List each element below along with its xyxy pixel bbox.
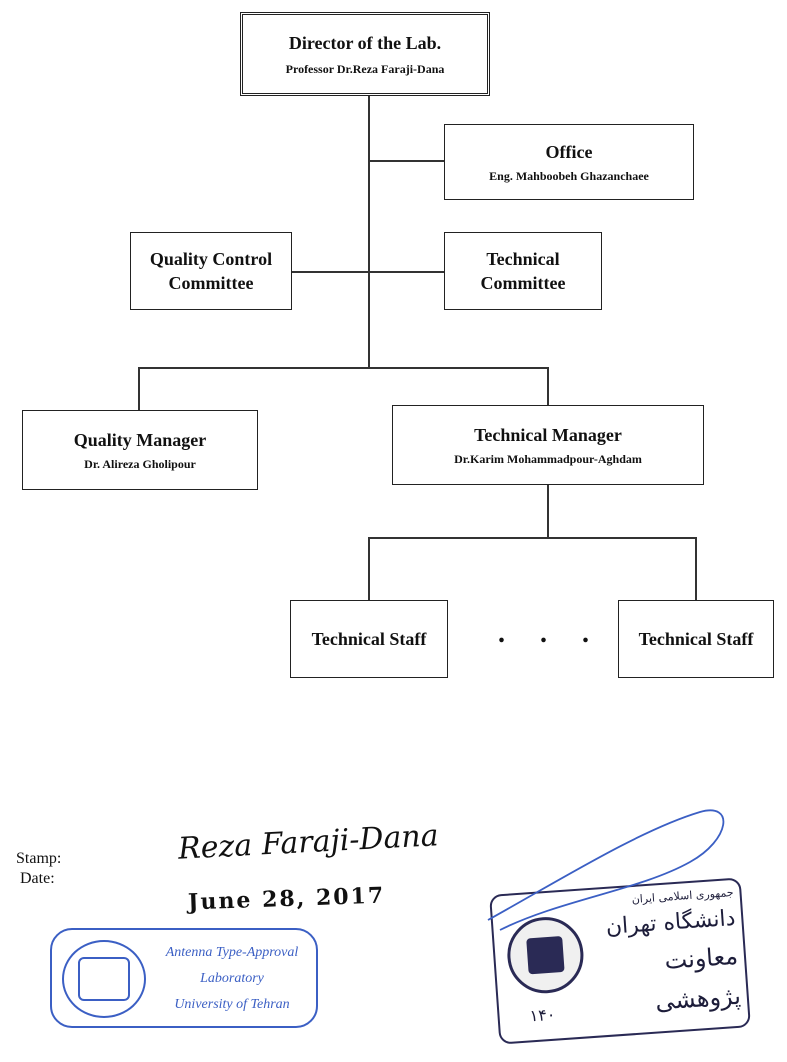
office-title: Office [545, 142, 593, 162]
connector-managers-bar [138, 367, 548, 369]
stamp-right-number: ۱۴۰ [528, 1004, 556, 1026]
stamp-right: جمهوری اسلامی ایران دانشگاه تهران معاونت… [489, 877, 751, 1045]
signature: Reza Faraji-Dana [177, 818, 440, 867]
office-box: Office Eng. Mahboobeh Ghazanchaee [444, 124, 694, 200]
director-title: Director of the Lab. [288, 33, 442, 53]
stamp-left-line2: Laboratory [200, 971, 264, 986]
technical-staff-right-title: Technical Staff [638, 629, 754, 649]
connector-staff-left [368, 537, 370, 600]
office-name: Eng. Mahboobeh Ghazanchaee [489, 169, 649, 183]
technical-committee-line1: Technical [486, 249, 560, 269]
technical-manager-name: Dr.Karim Mohammadpour-Aghdam [454, 452, 642, 466]
technical-manager-title: Technical Manager [474, 425, 622, 445]
quality-manager-name: Dr. Alireza Gholipour [84, 457, 196, 471]
stamp-left-seal-icon [62, 940, 146, 1018]
connector-committees [292, 271, 444, 273]
quality-committee-line1: Quality Control [149, 249, 273, 269]
stamp-right-seal-icon [504, 914, 586, 996]
stamp-label: Stamp: [16, 850, 62, 867]
connector-office [368, 160, 444, 162]
technical-staff-right-box: Technical Staff [618, 600, 774, 678]
date-value: June 28, 2017 [187, 882, 386, 916]
technical-staff-left-box: Technical Staff [290, 600, 448, 678]
stamp-left-line1: Antenna Type-Approval [165, 945, 299, 960]
technical-staff-left-title: Technical Staff [311, 629, 427, 649]
technical-manager-box: Technical Manager Dr.Karim Mohammadpour-… [392, 405, 704, 485]
quality-committee-line2: Committee [168, 273, 254, 293]
connector-tm-trunk [547, 485, 549, 537]
ellipsis: . . . [498, 618, 603, 649]
stamp-right-line3: معاونت پژوهشی [654, 941, 742, 1016]
director-name: Professor Dr.Reza Faraji-Dana [285, 62, 445, 76]
connector-staff-bar [368, 537, 696, 539]
connector-staff-right [695, 537, 697, 600]
director-box: Director of the Lab. Professor Dr.Reza F… [240, 12, 490, 96]
date-label: Date: [20, 870, 55, 887]
connector-technical-manager [547, 367, 549, 405]
technical-committee-box: Technical Committee [444, 232, 602, 310]
quality-manager-box: Quality Manager Dr. Alireza Gholipour [22, 410, 258, 490]
technical-committee-line2: Committee [480, 273, 566, 293]
connector-quality-manager [138, 367, 140, 410]
connector-director-trunk [368, 96, 370, 368]
stamp-left-line3: University of Tehran [174, 997, 290, 1012]
quality-manager-title: Quality Manager [73, 430, 207, 450]
stamp-left: Antenna Type-Approval Laboratory Univers… [50, 928, 318, 1028]
quality-committee-box: Quality Control Committee [130, 232, 292, 310]
